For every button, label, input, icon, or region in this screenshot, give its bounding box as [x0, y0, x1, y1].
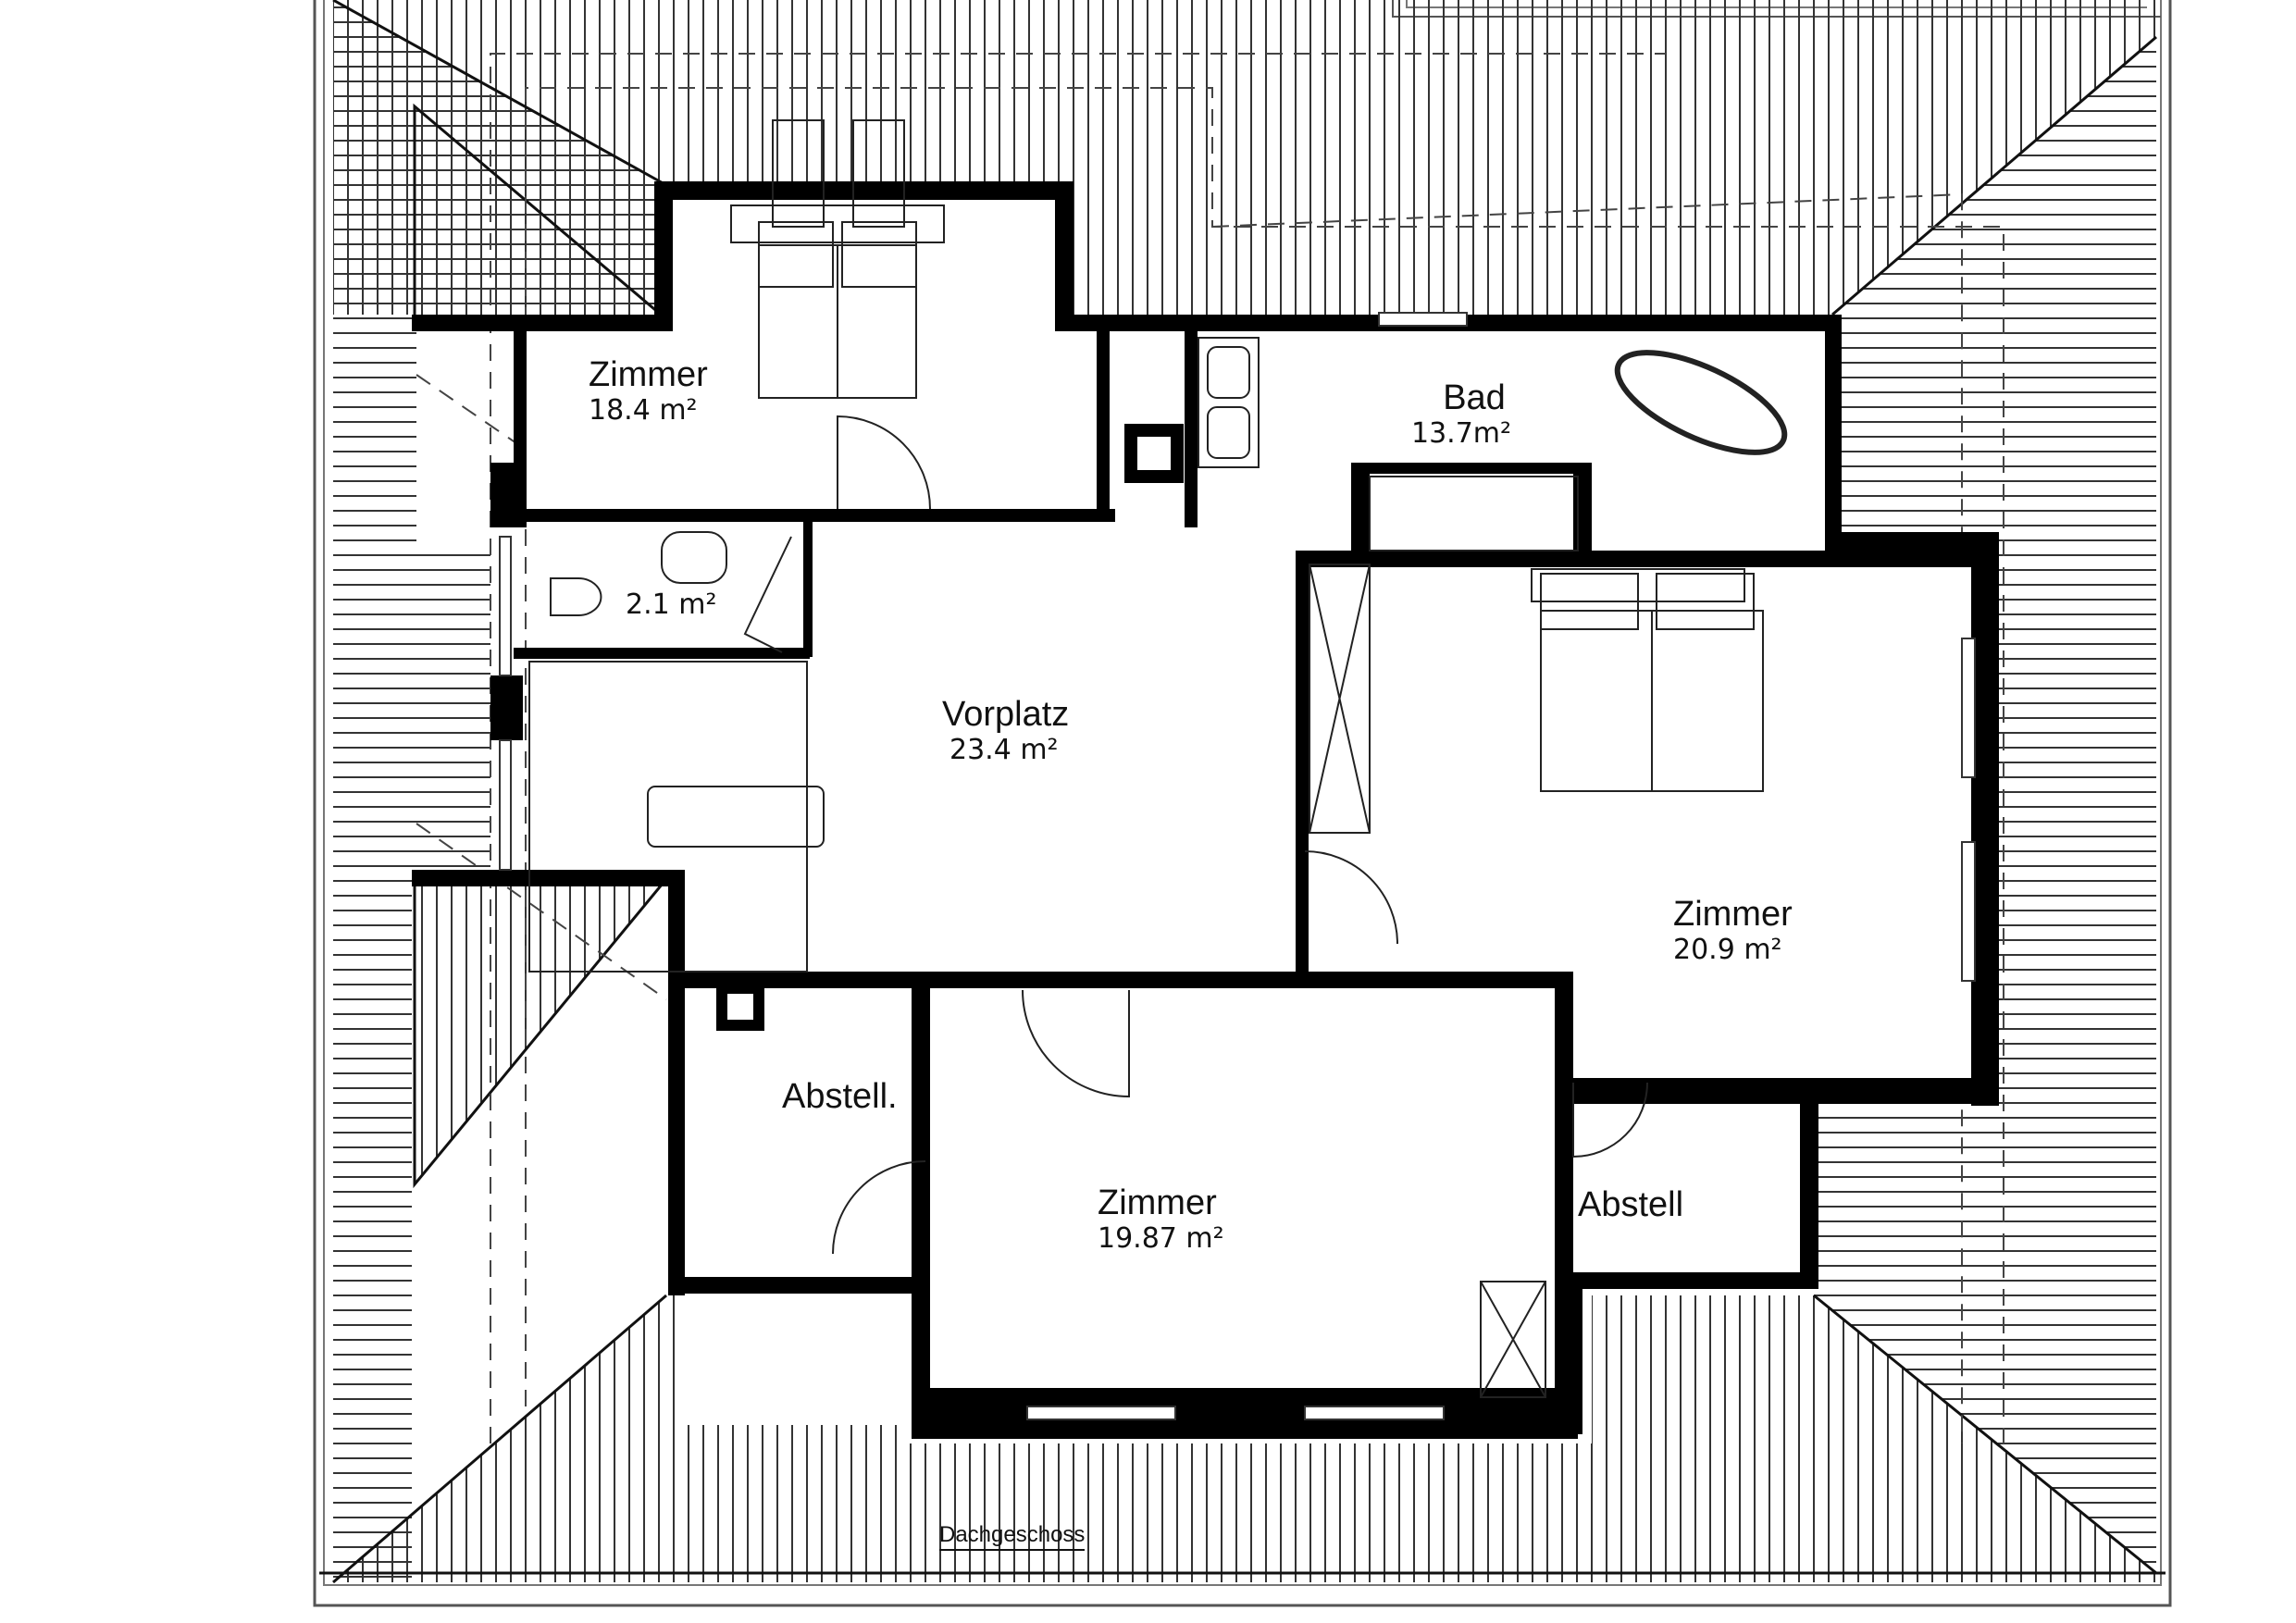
- room-name: Abstell.: [782, 1077, 898, 1116]
- interior-floor: [527, 194, 1999, 1425]
- room-name: Zimmer: [1673, 895, 1793, 934]
- room-label-abstell-east: Abstell: [1578, 1185, 1684, 1225]
- room-label-vorplatz: Vorplatz 23.4 m²: [942, 695, 1070, 766]
- room-area: 2.1 m²: [626, 588, 717, 621]
- room-area: 20.9 m²: [1673, 933, 1782, 966]
- room-label-bad: Bad 13.7m²: [1411, 378, 1512, 450]
- walls: [412, 181, 1999, 1439]
- room-area: 23.4 m²: [949, 733, 1059, 766]
- room-label-abstell-west: Abstell.: [782, 1077, 898, 1117]
- room-name: Vorplatz: [942, 695, 1070, 734]
- room-label-zimmer-south: Zimmer 19.87 m²: [1098, 1183, 1224, 1255]
- windows: [499, 312, 1976, 1420]
- furniture: [528, 119, 1788, 1398]
- room-area: 18.4 m²: [589, 393, 698, 427]
- roof-hatching: [319, 0, 2166, 1584]
- room-label-wc: 2.1 m²: [626, 589, 717, 620]
- room-name: Zimmer: [589, 355, 708, 394]
- room-label-zimmer-nw: Zimmer 18.4 m²: [589, 355, 708, 427]
- room-name: Bad: [1443, 378, 1506, 417]
- room-label-zimmer-east: Zimmer 20.9 m²: [1673, 895, 1793, 966]
- room-name: Abstell: [1578, 1185, 1684, 1224]
- room-name: Zimmer: [1098, 1183, 1217, 1222]
- drawing-caption: Dachgeschoss: [939, 1522, 1086, 1551]
- room-area: 13.7m²: [1411, 416, 1512, 450]
- room-area: 19.87 m²: [1098, 1221, 1224, 1255]
